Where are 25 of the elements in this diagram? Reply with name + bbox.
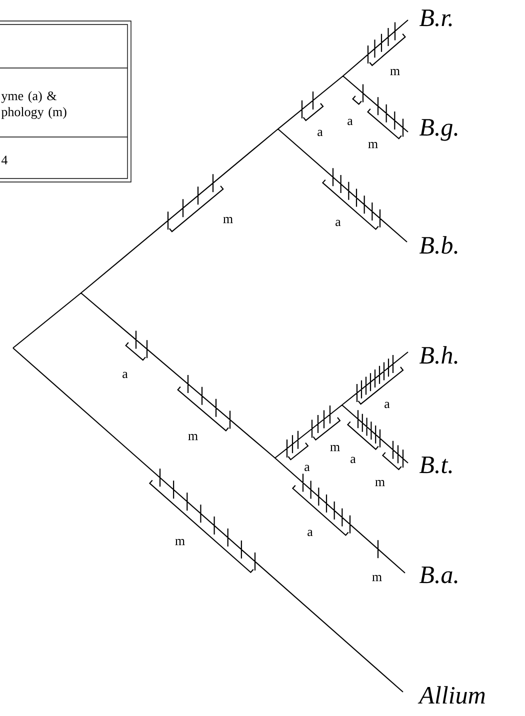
character-label: a [348,118,353,126]
taxon-label: B.g. [419,119,458,141]
table-entry: yme (a) & phology (m) [1,91,66,119]
taxon-label: B.b. [419,236,458,254]
taxon-label: B.t. [419,456,452,474]
character-label: m [175,538,185,546]
character-label: a [308,530,313,536]
character-label: a [318,130,323,136]
table-entry: 4 [1,156,8,164]
character-label: m [372,574,382,582]
character-label: m [330,444,340,452]
character-label: m [368,142,378,148]
taxon-label: B.r. [419,10,452,26]
character-label: a [304,464,310,472]
character-label: a [350,456,356,464]
character-label: m [375,480,385,486]
character-label: a [122,372,128,378]
character-label: m [188,434,198,440]
taxon-label: Allium [418,686,485,704]
character-label: m [223,216,233,224]
taxon-label: B.a. [419,566,458,584]
character-label: a [384,402,390,408]
character-label: m [390,68,400,76]
character-label: a [336,220,341,226]
taxon-label: B.h. [419,346,458,364]
